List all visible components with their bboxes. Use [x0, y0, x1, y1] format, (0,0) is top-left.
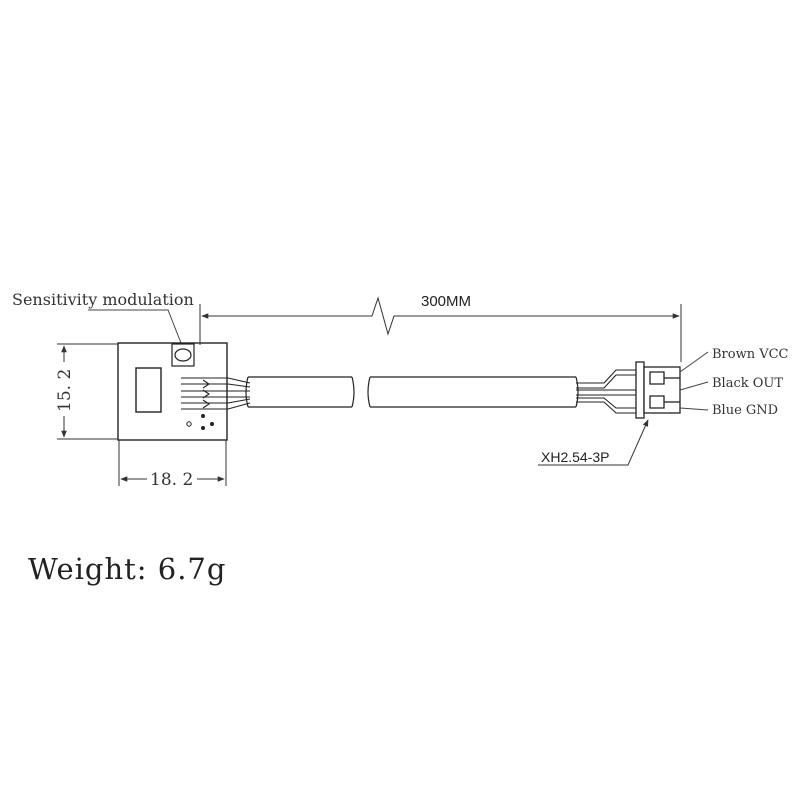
cable-left	[245, 376, 355, 408]
xh-connector	[635, 361, 681, 419]
width-label: 18. 2	[150, 470, 193, 490]
height-label: 15. 2	[55, 369, 75, 412]
wire-leaders	[679, 351, 709, 411]
solder-pad	[201, 414, 205, 418]
solder-pad	[210, 422, 214, 426]
sensitivity-label: Sensitivity modulation	[12, 290, 194, 309]
length-dimension-line	[201, 296, 680, 336]
wire-label-gnd: Blue GND	[712, 403, 778, 418]
cable-right	[367, 376, 579, 408]
board-wires	[181, 377, 251, 410]
connector-wires	[576, 369, 636, 414]
sensitivity-leader	[88, 309, 184, 349]
solder-pad	[201, 426, 205, 430]
solder-pad	[186, 421, 192, 427]
connector-label: XH2.54-3P	[541, 449, 609, 465]
weight-label: Weight: 6.7g	[28, 552, 227, 586]
connector-leader	[538, 419, 649, 466]
potentiometer-knob	[174, 348, 192, 362]
length-label: 300MM	[421, 293, 471, 310]
wire-label-vcc: Brown VCC	[712, 347, 789, 362]
wire-label-out: Black OUT	[712, 376, 783, 391]
sensor-window	[135, 367, 162, 413]
